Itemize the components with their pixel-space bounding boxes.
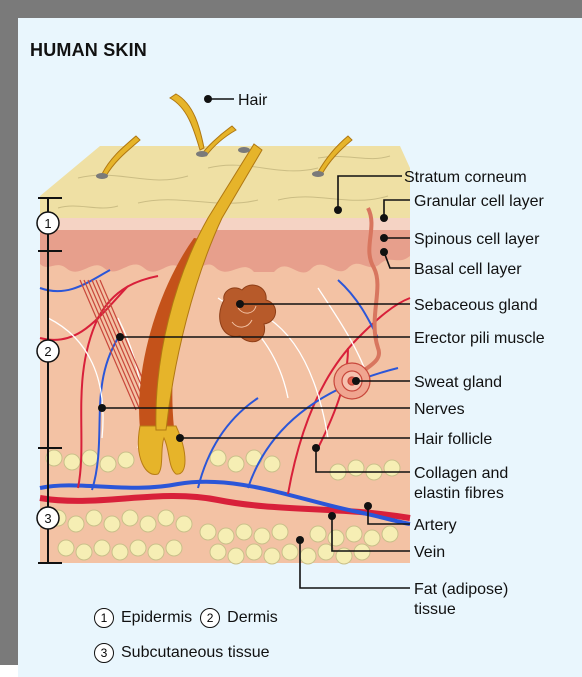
label-vein: Vein	[414, 544, 445, 561]
legend-dermis-number: 2	[200, 608, 220, 628]
label-fat-line-2: tissue	[414, 601, 456, 618]
svg-text:1: 1	[44, 216, 51, 231]
legend-epidermis: Epidermis	[121, 609, 192, 627]
label-stratum-corneum: Stratum corneum	[404, 169, 527, 186]
label-spinous-cell-layer: Spinous cell layer	[414, 231, 540, 248]
legend-subcutaneous: Subcutaneous tissue	[121, 644, 270, 662]
label-sebaceous-gland: Sebaceous gland	[414, 297, 538, 314]
layer-number-1: 1	[37, 212, 59, 234]
svg-text:2: 2	[44, 344, 51, 359]
dermis-layer	[40, 240, 410, 458]
diagram-panel: HUMAN SKIN	[18, 18, 582, 677]
label-sweat-gland: Sweat gland	[414, 374, 502, 391]
label-hair-follicle: Hair follicle	[414, 431, 492, 448]
legend-subcutaneous-number: 3	[94, 643, 114, 663]
legend-epidermis-number: 1	[94, 608, 114, 628]
legend-row-2: 3 Subcutaneous tissue	[94, 643, 278, 663]
layer-number-3: 3	[37, 507, 59, 529]
legend-row-1: 1 Epidermis 2 Dermis	[94, 608, 286, 628]
layer-number-2: 2	[37, 340, 59, 362]
label-collagen-line-1: Collagen and	[414, 465, 508, 482]
label-granular-cell-layer: Granular cell layer	[414, 193, 545, 210]
label-fat-line-1: Fat (adipose)	[414, 581, 508, 598]
label-basal-cell-layer: Basal cell layer	[414, 261, 522, 278]
window-frame-top	[0, 0, 582, 18]
label-hair: Hair	[238, 92, 268, 109]
label-artery: Artery	[414, 517, 457, 534]
label-erector-pili-muscle: Erector pili muscle	[414, 330, 545, 347]
svg-text:3: 3	[44, 511, 51, 526]
legend-dermis: Dermis	[227, 609, 278, 627]
skin-cross-section: 1 2 3 Hair Stratum co	[18, 18, 582, 677]
window-frame-left	[0, 0, 18, 665]
label-collagen-line-2: elastin fibres	[414, 485, 504, 502]
label-nerves: Nerves	[414, 401, 465, 418]
